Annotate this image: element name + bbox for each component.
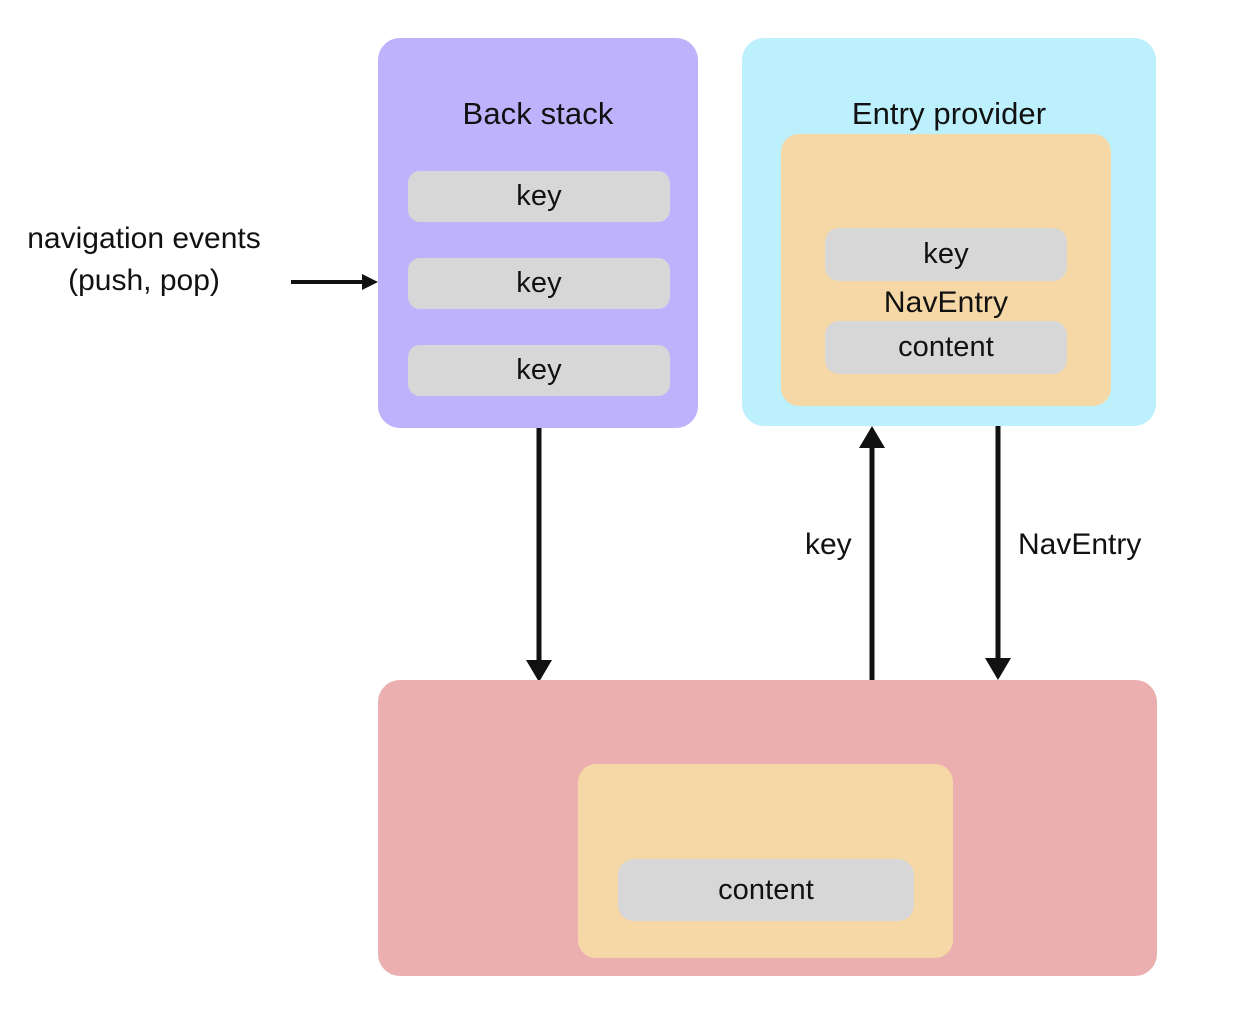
arrow-label-key: key xyxy=(805,528,852,561)
back-stack-key-chip[interactable]: key xyxy=(408,171,670,222)
arrow-navdisplay-to-entryprovider xyxy=(859,426,885,680)
arrow-backstack-to-navdisplay xyxy=(526,428,552,682)
entry-provider-nav-entry-title: NavEntry xyxy=(883,286,1009,319)
entry-provider-content-chip[interactable]: content xyxy=(825,321,1067,374)
entry-provider-title: Entry provider xyxy=(851,96,1047,131)
entry-provider-key-chip[interactable]: key xyxy=(825,228,1067,281)
back-stack-key-chip[interactable]: key xyxy=(408,345,670,396)
navigation-events-label: navigation events (push, pop) xyxy=(8,218,280,302)
arrow-events-to-backstack xyxy=(291,274,378,290)
navigation-events-line1: navigation events xyxy=(27,222,261,255)
back-stack-title: Back stack xyxy=(462,96,614,131)
navigation-events-line2: (push, pop) xyxy=(68,264,220,297)
arrow-label-naventry: NavEntry xyxy=(1018,528,1142,561)
back-stack-key-chip[interactable]: key xyxy=(408,258,670,309)
arrow-entryprovider-to-navdisplay xyxy=(985,426,1011,680)
nav-display-content-chip[interactable]: content xyxy=(618,859,914,921)
